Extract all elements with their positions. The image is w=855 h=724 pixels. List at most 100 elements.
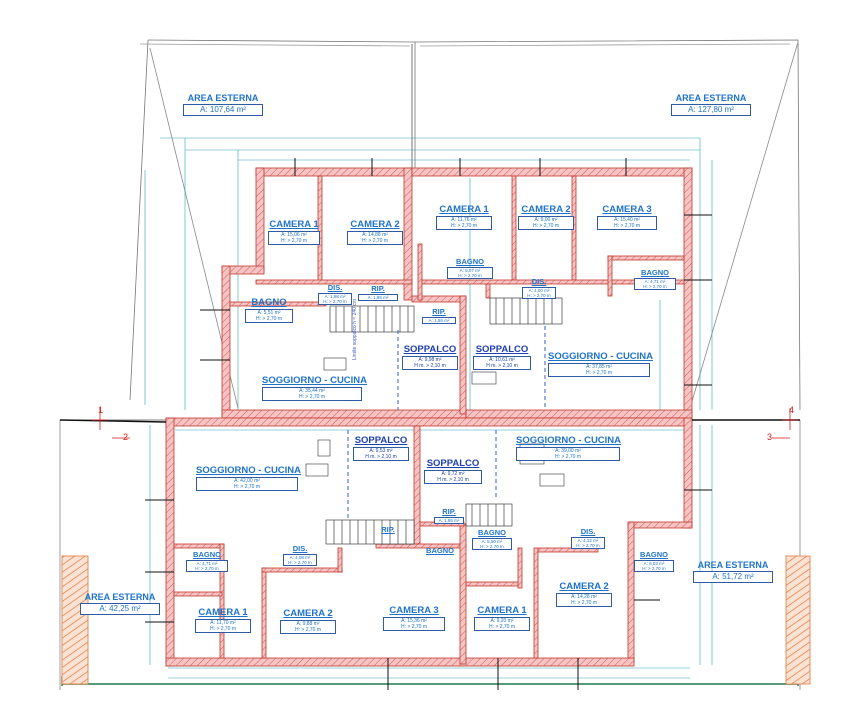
room-name: DIS. [292,544,308,553]
room-area: A: 4,08 m² [289,554,311,560]
stairs [325,297,563,545]
room-height: H: > 2,70 m [362,237,388,244]
room-area: A: 5,51 m² [257,309,281,316]
room-height: H: > 2,70 m [586,369,612,376]
area-esterna-label: AREA ESTERNA A: 42,25 m² [80,592,160,616]
room-name: DIS. [531,277,547,286]
room-name: CAMERA 2 [521,204,571,215]
room-name: CAMERA 2 [283,608,333,619]
room-height: H: > 2,70 m [458,272,482,278]
room-area: A: 15,06 m² [281,231,307,238]
loft-area: A: 9,98 m² [418,356,442,363]
area-name: AREA ESTERNA [697,560,769,570]
room-name: DIS. [327,283,343,292]
room-height: H: > 2,70 m [533,222,559,229]
room-label: BAGNO [420,547,460,555]
area-value: A: 127,80 m² [671,104,751,117]
area-esterna-label: AREA ESTERNA A: 51,72 m² [693,560,773,584]
loft-height: H m. > 2,10 m [365,453,397,460]
area-name: AREA ESTERNA [187,93,259,103]
room-name: BAGNO [641,268,669,277]
room-height: H: > 2,70 m [555,453,581,460]
room-name: BAGNO [193,550,221,559]
room-label: RIP. [377,526,399,534]
room-area: A: 14,28 m² [571,593,597,600]
area-value: A: 42,25 m² [80,603,160,616]
room-name: BAGNO [456,257,484,266]
walls [165,167,693,667]
room-height: H: > 2,70 m [210,625,236,632]
room-name: SOGGIORNO - CUCINA [548,351,654,362]
room-name: RIP. [442,507,456,516]
room-height: H: > 2,70 m [295,626,321,633]
loft-name: SOPPALCO [475,344,529,355]
loft-area: A: 9,72 m² [441,470,465,477]
room-name: BAGNO [478,528,506,537]
room-height: H: > 2,70 m [480,543,504,549]
room-name: SOGGIORNO - CUCINA [196,465,302,476]
loft-area: A: 9,53 m² [369,447,393,454]
room-height: H: > 2,70 m [527,292,551,298]
room-name: RIP. [371,284,385,293]
room-height: H: > 2,70 m [256,315,282,322]
room-area: A: 5,50 m² [481,538,503,544]
room-name: BAGNO [640,550,668,559]
room-height: H: > 2,70 m [571,599,597,606]
room-area: A: 4,00 m² [528,287,550,293]
loft-limits [347,326,546,520]
area-value: A: 51,72 m² [693,571,773,584]
room-height: H: > 2,70 m [451,222,477,229]
room-height: H: > 2,70 m [281,237,307,244]
roof-right [785,555,811,685]
loft-height: H m. > 2,10 m [437,476,469,483]
room-height: H: > 2,70 m [299,393,325,400]
room-area: A: 14,88 m² [362,231,388,238]
room-area: A: 4,71 m² [644,278,666,284]
window-ticks [59,158,800,690]
loft-name: SOPPALCO [354,435,408,446]
room-area: A: 42,00 m² [234,477,260,484]
room-area: A: 1,98 m² [324,293,346,299]
room-height: H: > 2,70 m [643,283,667,289]
room-info: A: 1,85 m² [434,516,464,524]
room-area: A: 1,85 m² [367,294,389,300]
room-name: CAMERA 1 [269,219,319,230]
room-name: CAMERA 1 [477,605,527,616]
room-name: CAMERA 3 [602,204,652,215]
